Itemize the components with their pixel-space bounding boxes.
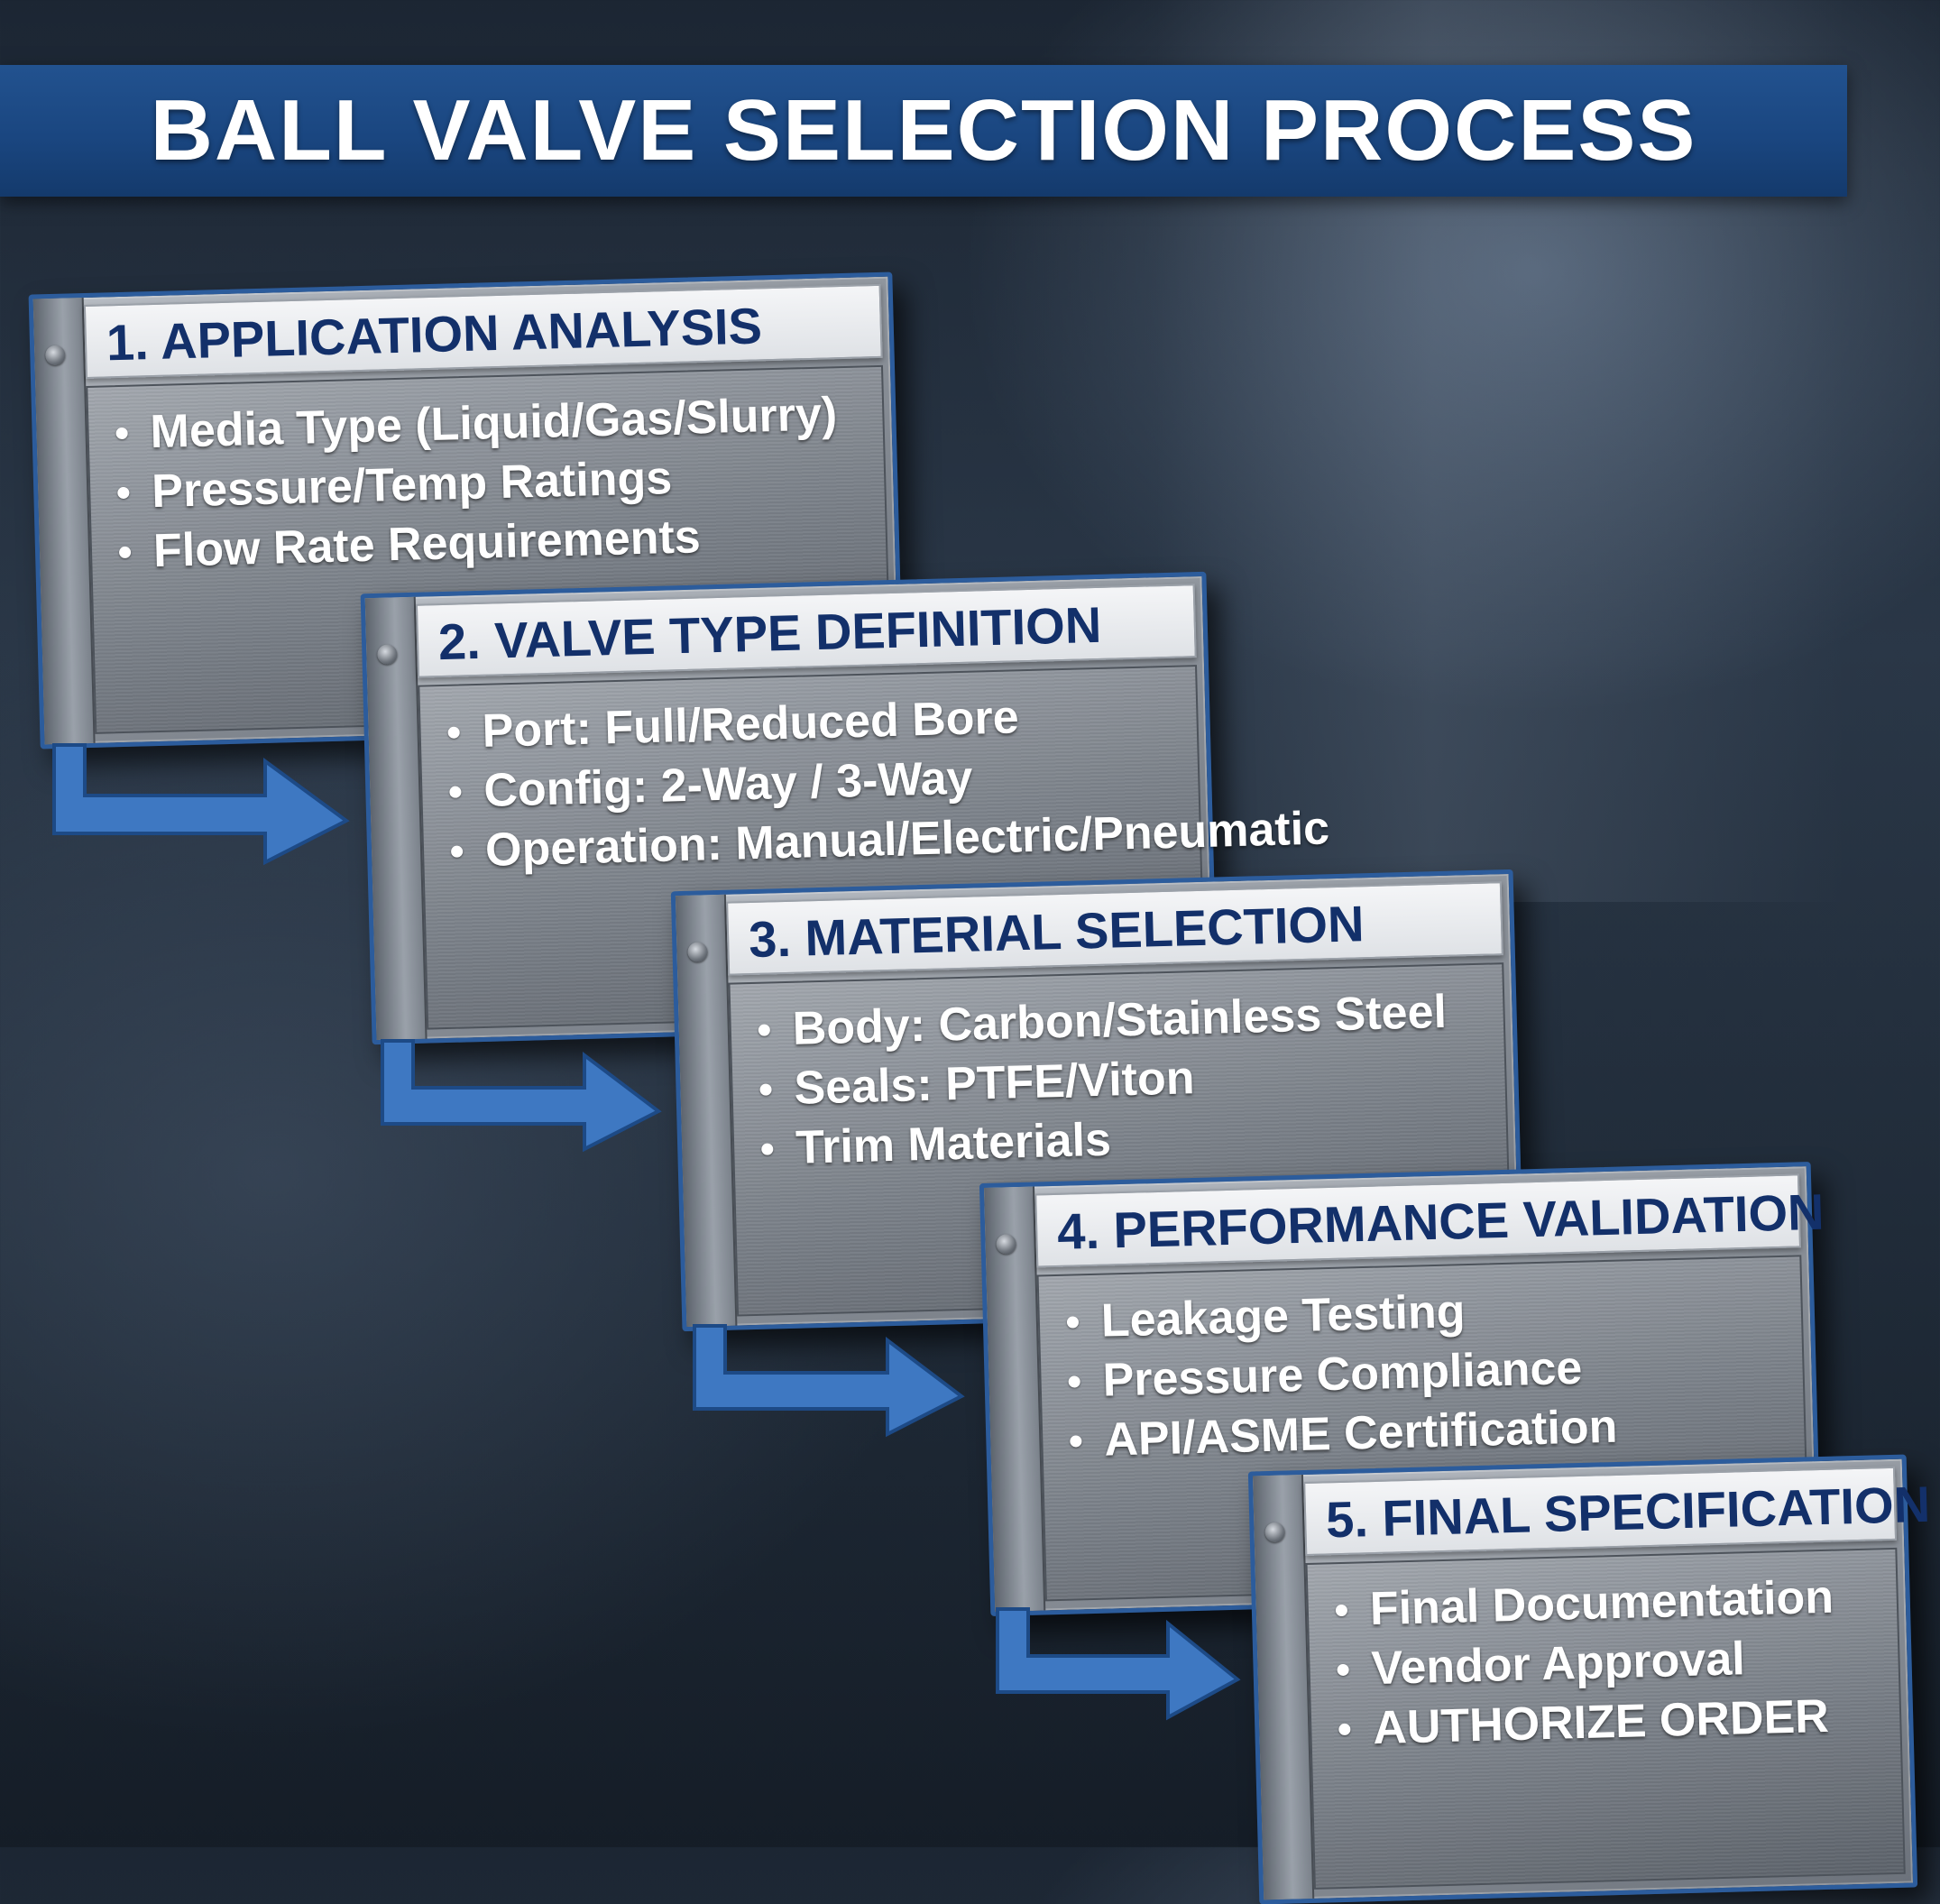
- list-item-text: Port: Full/Reduced Bore: [481, 691, 1020, 758]
- flow-arrow-icon: [377, 1035, 666, 1153]
- step-list: Port: Full/Reduced Bore Config: 2-Way / …: [419, 667, 1330, 881]
- list-item-text: API/ASME Certification: [1103, 1400, 1619, 1467]
- step-list: Final Documentation Vendor Approval AUTH…: [1308, 1550, 1900, 1760]
- list-item-text: Flow Rate Requirements: [152, 510, 702, 578]
- step-body: Final Documentation Vendor Approval AUTH…: [1305, 1547, 1906, 1890]
- page-title: BALL VALVE SELECTION PROCESS: [150, 82, 1697, 179]
- bullet-icon: [761, 1143, 774, 1155]
- step-header: 1. APPLICATION ANALYSIS: [83, 283, 883, 379]
- bullet-icon: [115, 427, 128, 440]
- list-item-text: Config: 2-Way / 3-Way: [483, 751, 974, 817]
- flow-arrow-icon: [689, 1320, 969, 1438]
- list-item-text: Vendor Approval: [1370, 1633, 1746, 1696]
- bullet-icon: [449, 786, 462, 798]
- bullet-icon: [758, 1024, 771, 1036]
- bullet-icon: [117, 486, 130, 500]
- step-header: 4. PERFORMANCE VALIDATION: [1034, 1173, 1825, 1268]
- list-item-text: Leakage Testing: [1100, 1285, 1466, 1348]
- list-item-text: Pressure/Temp Ratings: [151, 452, 673, 519]
- flow-arrow-icon: [49, 740, 355, 866]
- bullet-icon: [1335, 1604, 1348, 1617]
- title-banner: BALL VALVE SELECTION PROCESS: [0, 65, 1847, 197]
- step-list: Media Type (Liquid/Gas/Slurry) Pressure/…: [87, 367, 886, 583]
- step-heading: 4. PERFORMANCE VALIDATION: [1056, 1182, 1825, 1260]
- step-heading: 5. FINAL SPECIFICATION: [1325, 1475, 1931, 1549]
- step-header: 2. VALVE TYPE DEFINITION: [415, 584, 1197, 678]
- bullet-icon: [1070, 1435, 1082, 1448]
- step-heading: 3. MATERIAL SELECTION: [748, 895, 1365, 969]
- list-item-text: Final Documentation: [1369, 1570, 1834, 1636]
- step-heading: 2. VALVE TYPE DEFINITION: [437, 595, 1102, 671]
- bullet-icon: [1337, 1663, 1349, 1677]
- step-header: 3. MATERIAL SELECTION: [726, 881, 1503, 976]
- step-list: Body: Carbon/Stainless Steel Seals: PTFE…: [730, 964, 1506, 1179]
- list-item-text: Seals: PTFE/Viton: [793, 1052, 1196, 1115]
- bullet-icon: [1068, 1375, 1080, 1388]
- list-item-text: AUTHORIZE ORDER: [1372, 1689, 1830, 1755]
- step-list: Leakage Testing Pressure Compliance API/…: [1039, 1256, 1805, 1471]
- bullet-icon: [1338, 1723, 1351, 1736]
- bullet-icon: [759, 1083, 772, 1096]
- bullet-icon: [447, 726, 460, 739]
- flow-arrow-icon: [992, 1604, 1245, 1721]
- step-header: 5. FINAL SPECIFICATION: [1303, 1466, 1931, 1557]
- step-heading: 1. APPLICATION ANALYSIS: [106, 297, 763, 372]
- list-item-text: Pressure Compliance: [1101, 1341, 1583, 1407]
- step-card-5: 5. FINAL SPECIFICATION Final Documentati…: [1247, 1454, 1931, 1904]
- bullet-icon: [1066, 1316, 1080, 1329]
- bullet-icon: [450, 845, 464, 858]
- bullet-icon: [118, 546, 132, 559]
- list-item-text: Trim Materials: [795, 1113, 1112, 1174]
